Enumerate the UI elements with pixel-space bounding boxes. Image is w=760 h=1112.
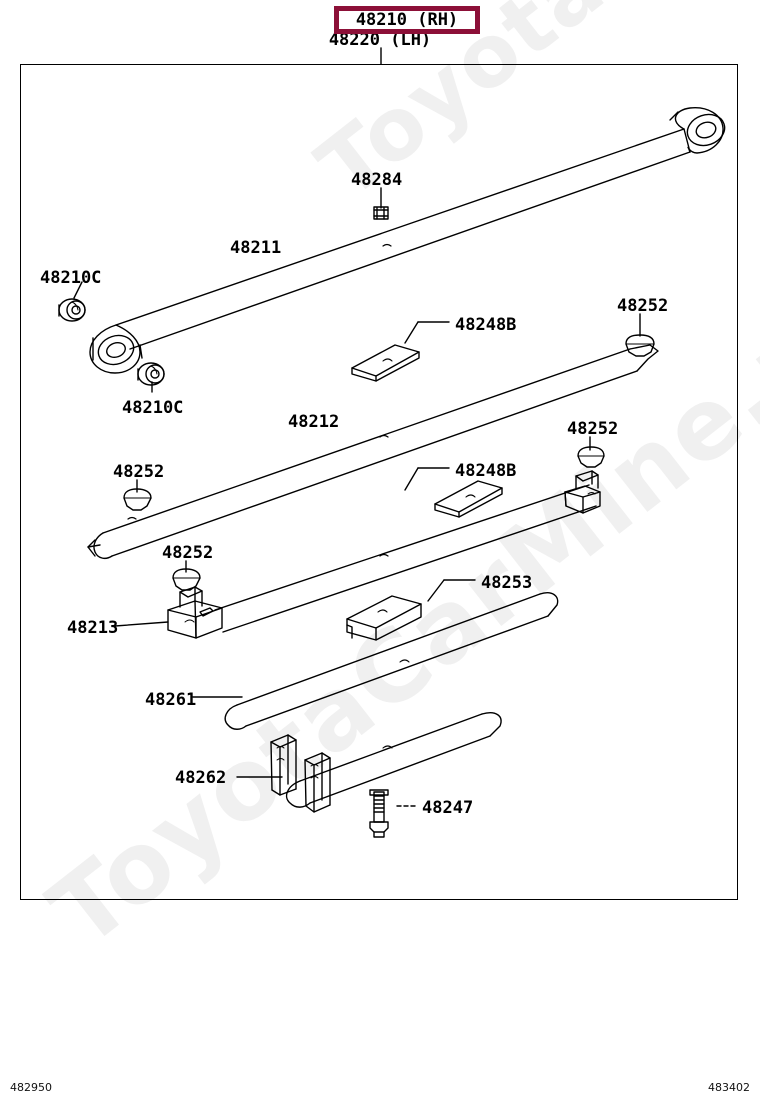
- part-number-label: 48213: [67, 618, 119, 638]
- part-number-label: 48248B: [455, 461, 517, 481]
- part-48248b-plate-lower: [404, 467, 503, 518]
- part-number-label: 48212: [288, 412, 340, 432]
- part-number-label: 48262: [175, 768, 227, 788]
- part-number-label: 48247: [422, 798, 474, 818]
- part-48248b-plate-upper: [351, 321, 450, 382]
- part-number-label: 48252: [162, 543, 214, 563]
- part-number-label: 48261: [145, 690, 197, 710]
- part-number-label: 48252: [113, 462, 165, 482]
- title-rh-label: 48210 (RH): [355, 9, 459, 30]
- part-48261-leaf-spring-lower: [192, 592, 559, 730]
- part-number-label: 48210C: [40, 268, 102, 288]
- part-48212-leaf-spring-no2: [87, 344, 659, 560]
- part-number-label: 48248B: [455, 315, 517, 335]
- part-48247-center-bolt: [369, 789, 416, 838]
- part-48252-pad-l2: [172, 560, 201, 591]
- title-lh-label: 48220 (LH): [328, 30, 432, 50]
- diagram-border-frame: [20, 64, 738, 900]
- part-48213-leaf-spring-no3: [114, 470, 601, 639]
- part-number-label: 48211: [230, 238, 282, 258]
- part-number-label: 48252: [567, 419, 619, 439]
- footer-code-right: 483402: [708, 1081, 750, 1094]
- part-48262-leaf-spring-bottom: [236, 712, 502, 813]
- diagram-title-block: 48220 (LH) 48210 (RH): [0, 0, 760, 62]
- part-number-label: 48284: [351, 170, 403, 190]
- part-48253-seat-pad: [346, 579, 476, 641]
- part-48210c-bushing-upper: [58, 281, 86, 322]
- part-48252-pad-r1: [625, 313, 655, 357]
- title-rh-highlight-box: 48210 (RH): [334, 6, 480, 34]
- part-number-label: 48253: [481, 573, 533, 593]
- part-48211-leaf-spring-no1: [89, 107, 726, 374]
- footer-code-left: 482950: [10, 1081, 52, 1094]
- part-48252-pad-l1: [123, 479, 152, 511]
- part-number-label: 48252: [617, 296, 669, 316]
- part-48210c-bushing-lower: [137, 362, 165, 393]
- part-number-label: 48210C: [122, 398, 184, 418]
- part-48284-nut: [373, 187, 389, 220]
- part-48252-pad-r2: [577, 436, 605, 468]
